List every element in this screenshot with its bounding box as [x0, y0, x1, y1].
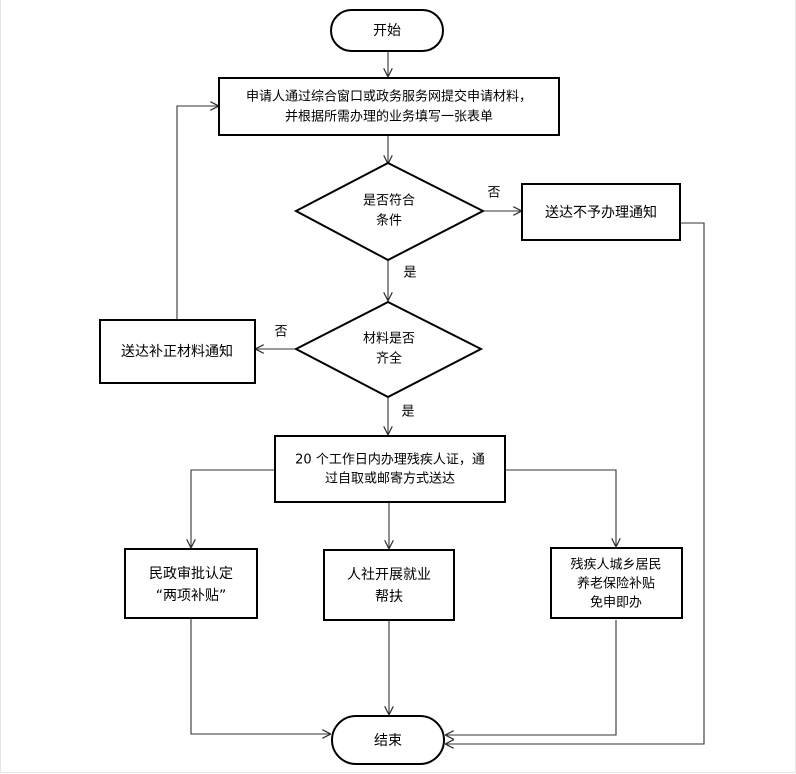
node-pension: 残疾人城乡居民 养老保险补贴 免申即办: [550, 547, 683, 619]
node-pension-line-1: 残疾人城乡居民: [570, 558, 661, 573]
edge-process-to-pension: [505, 469, 616, 546]
node-start: 开始: [330, 9, 444, 52]
node-reject-notice-label: 送达不予办理通知: [545, 204, 657, 221]
node-check-materials: 材料是否 齐全: [293, 300, 484, 399]
node-supplement-notice: 送达补正材料通知: [99, 319, 256, 384]
node-check-conditions-line-1: 是否符合: [363, 193, 415, 209]
node-pension-line-2: 养老保险补贴: [577, 576, 655, 592]
node-submit-line-1: 申请人通过综合窗口或政务服务网提交申请材料，: [246, 89, 532, 105]
edge-label-materials-no: 否: [274, 325, 287, 340]
edges: [176, 51, 705, 744]
node-employment-line-2: 帮扶: [375, 589, 403, 605]
node-check-conditions-line-2: 条件: [376, 213, 402, 229]
node-civil-affairs-line-2: “两项补贴”: [156, 588, 227, 604]
edge-label-materials-yes: 是: [401, 405, 414, 420]
node-reject-notice: 送达不予办理通知: [521, 183, 681, 241]
node-process-certificate: 20 个工作日内办理残疾人证，通 过自取或邮寄方式送达: [274, 435, 506, 503]
node-end: 结束: [331, 715, 445, 765]
edge-process-to-civil: [191, 469, 275, 547]
node-process-certificate-line-1: 20 个工作日内办理残疾人证，通: [295, 452, 485, 468]
node-civil-affairs: 民政审批认定 “两项补贴”: [124, 548, 258, 619]
node-employment-line-1: 人社开展就业: [347, 567, 431, 583]
node-submit: 申请人通过综合窗口或政务服务网提交申请材料， 并根据所需办理的业务填写一张表单: [218, 77, 560, 136]
node-start-label: 开始: [373, 23, 401, 39]
edge-supplement-back: [176, 106, 218, 320]
edge-label-conditions-yes: 是: [403, 266, 416, 281]
node-check-materials-line-2: 齐全: [376, 351, 402, 367]
edge-label-conditions-no: 否: [487, 186, 500, 201]
node-submit-line-2: 并根据所需办理的业务填写一张表单: [285, 109, 493, 125]
node-pension-line-3: 免申即办: [590, 596, 642, 611]
node-employment: 人社开展就业 帮扶: [323, 549, 455, 621]
node-civil-affairs-line-1: 民政审批认定: [149, 566, 233, 582]
edge-pension-to-end: [446, 620, 617, 735]
edge-civil-to-end: [190, 618, 330, 734]
node-end-label: 结束: [374, 733, 402, 749]
node-check-materials-line-1: 材料是否: [363, 332, 415, 347]
node-supplement-notice-label: 送达补正材料通知: [121, 343, 233, 360]
edge-reject-to-end: [446, 222, 705, 744]
node-process-certificate-line-2: 过自取或邮寄方式送达: [325, 471, 455, 487]
node-check-conditions: 是否符合 条件: [293, 161, 486, 262]
